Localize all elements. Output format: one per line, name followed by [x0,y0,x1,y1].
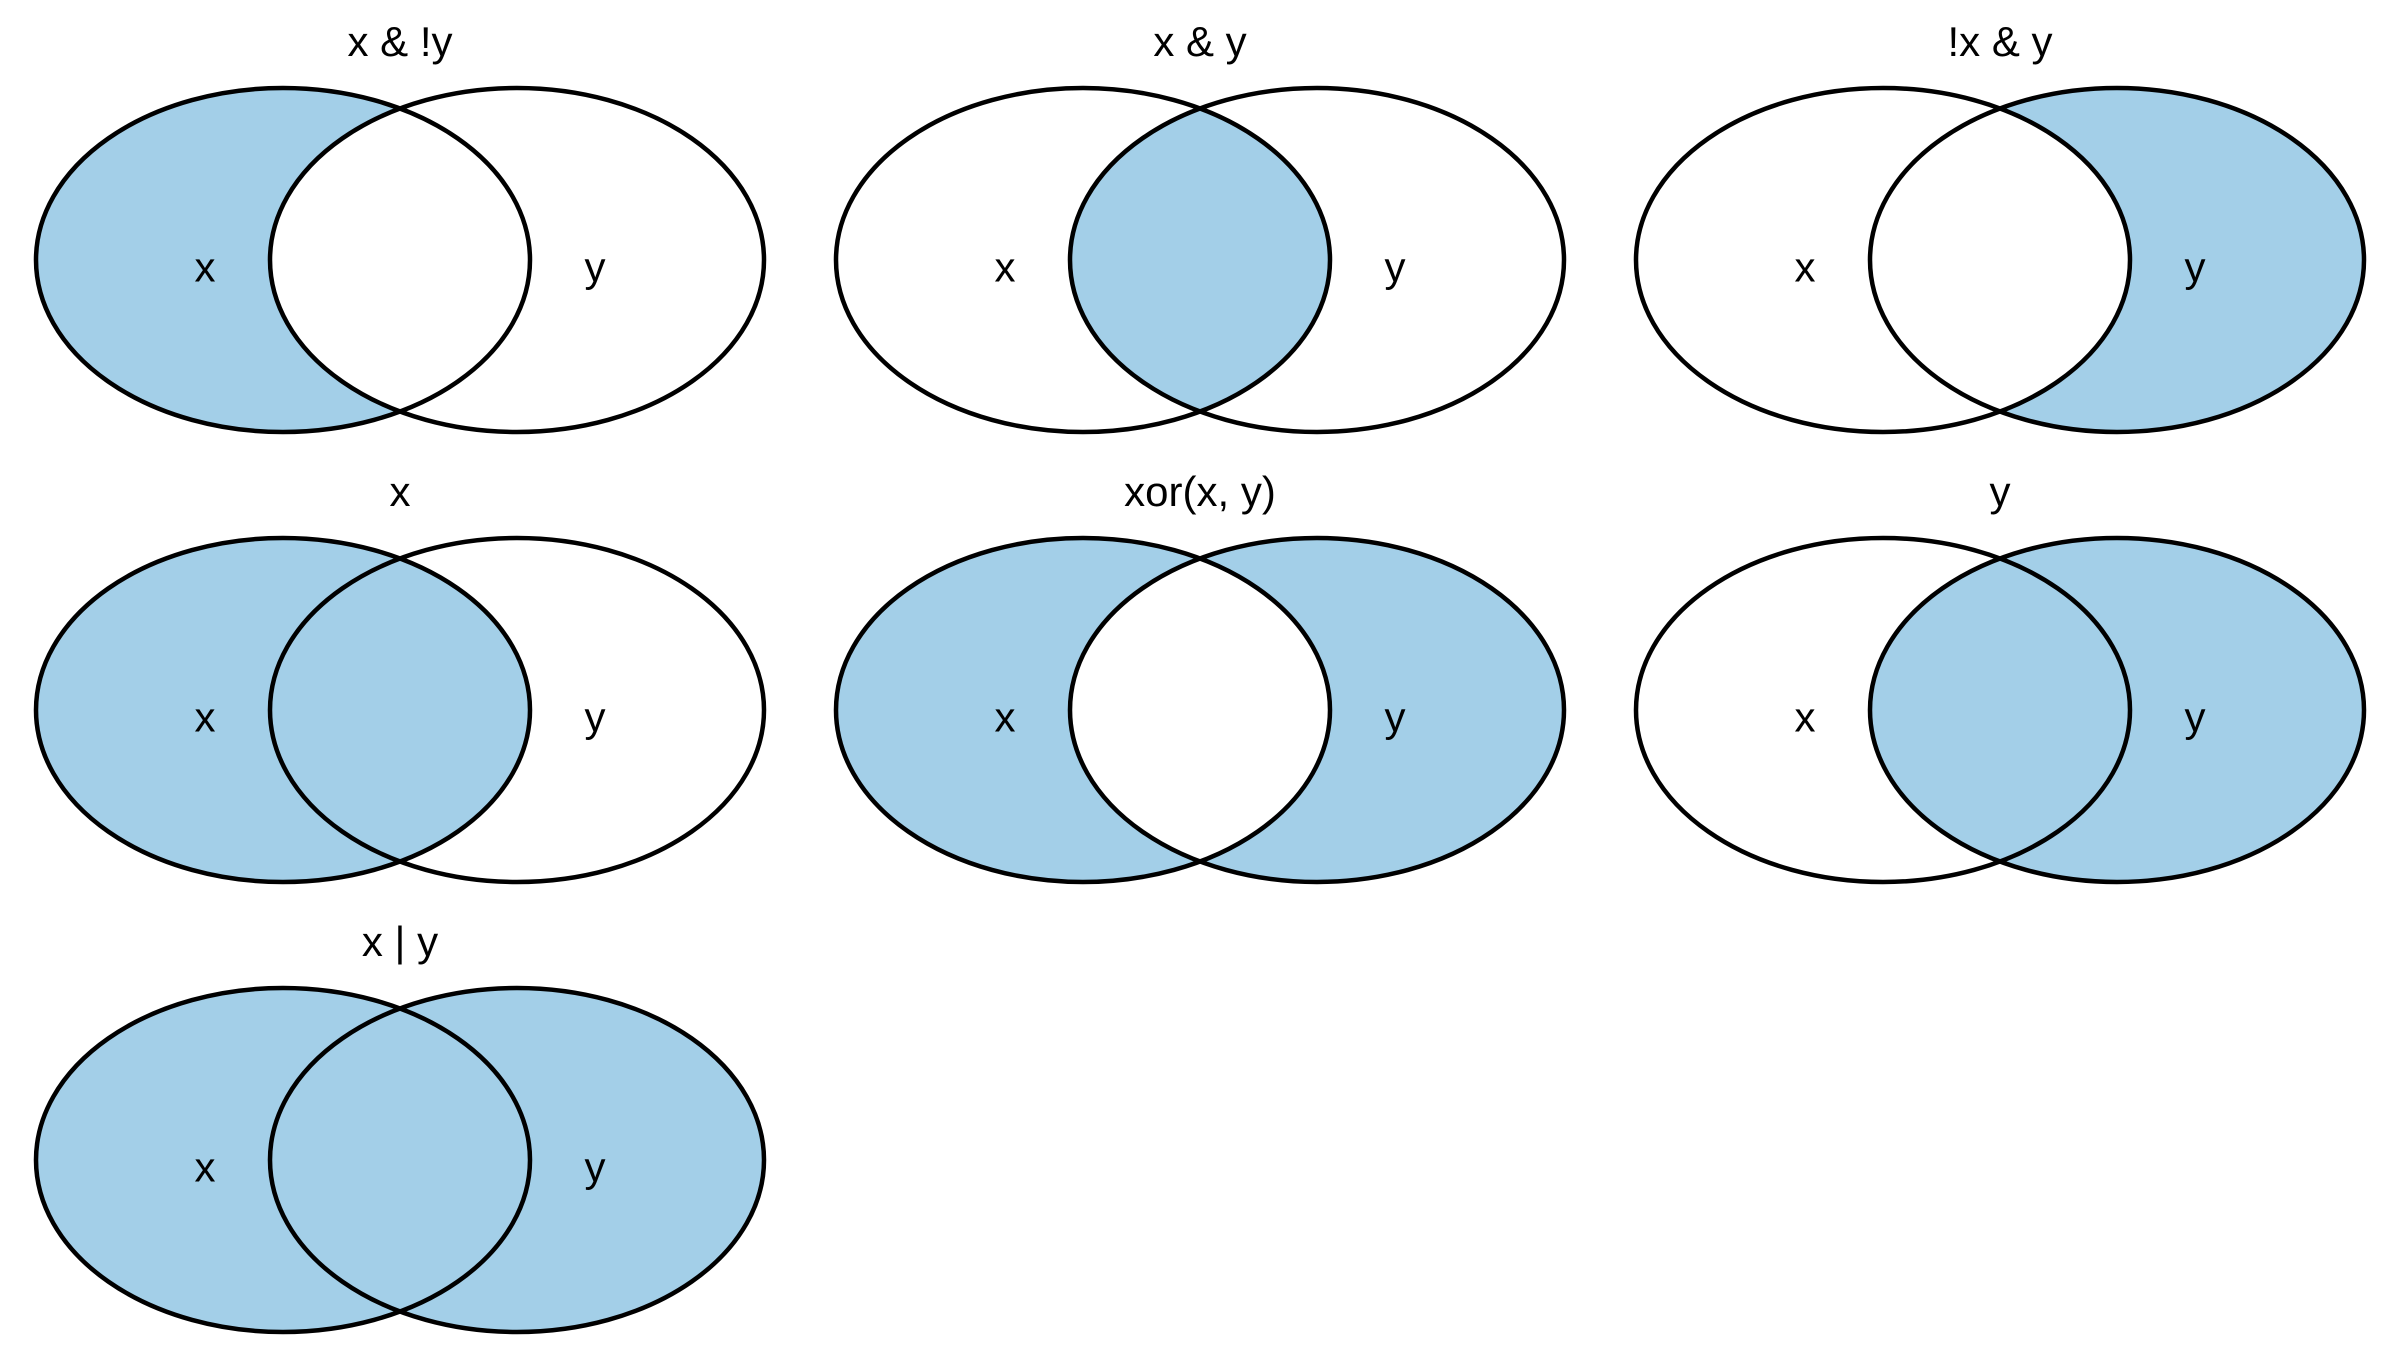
venn-diagram: !x & y x y [1633,18,2367,435]
venn-diagram: y x y [1633,468,2367,885]
panel-title: x & y [1153,18,1246,65]
set-label-x: x [195,1144,216,1191]
set-label-x: x [195,694,216,741]
right-ellipse-outline [267,85,767,435]
left-ellipse-outline [1633,85,2133,435]
unshaded-intersection-mask [1070,538,1330,882]
venn-panel-7: x | y x y [0,900,800,1350]
right-ellipse-outline [267,535,767,885]
panel-title: !x & y [1947,18,2052,65]
shaded-region-intersection [1070,88,1330,432]
venn-diagram: x | y x y [33,918,767,1335]
right-ellipse-outline [1067,535,1567,885]
unshaded-intersection-mask [1870,88,2130,432]
set-label-x: x [995,244,1016,291]
set-label-x: x [1795,694,1816,741]
set-label-x: x [195,244,216,291]
set-label-x: x [1795,244,1816,291]
panel-title: x & !y [347,18,452,65]
venn-panel-5: xor(x, y) x y [800,450,1600,900]
left-ellipse-outline [833,535,1333,885]
right-ellipse-outline [267,985,767,1335]
venn-panel-1: x & !y x y [0,0,800,450]
right-ellipse-outline [1067,85,1567,435]
set-label-x: x [995,694,1016,741]
venn-panel-4: x x y [0,450,800,900]
set-label-y: y [585,1144,606,1191]
left-ellipse-outline [33,85,533,435]
panel-title: xor(x, y) [1124,468,1276,515]
shaded-region-right [270,988,764,1332]
venn-panel-2: x & y x y [800,0,1600,450]
left-ellipse-outline [33,535,533,885]
right-ellipse-outline [1867,85,2367,435]
left-ellipse-outline [33,985,533,1335]
set-label-y: y [1385,694,1406,741]
unshaded-intersection-mask [270,88,530,432]
shaded-region-right [1870,538,2364,882]
shaded-region-left [36,538,530,882]
panel-title: y [1990,468,2011,515]
set-label-y: y [585,244,606,291]
set-label-y: y [585,694,606,741]
venn-diagram: x & y x y [833,18,1567,435]
venn-panel-6: y x y [1600,450,2400,900]
panel-title: x | y [362,918,438,965]
set-label-y: y [2185,244,2206,291]
left-ellipse-outline [1633,535,2133,885]
set-label-y: y [2185,694,2206,741]
panel-title: x [390,468,411,515]
venn-diagram: x & !y x y [33,18,767,435]
right-ellipse-outline [1867,535,2367,885]
venn-panel-3: !x & y x y [1600,0,2400,450]
venn-diagram: x x y [33,468,767,885]
set-label-y: y [1385,244,1406,291]
venn-diagram: xor(x, y) x y [833,468,1567,885]
left-ellipse-outline [833,85,1333,435]
